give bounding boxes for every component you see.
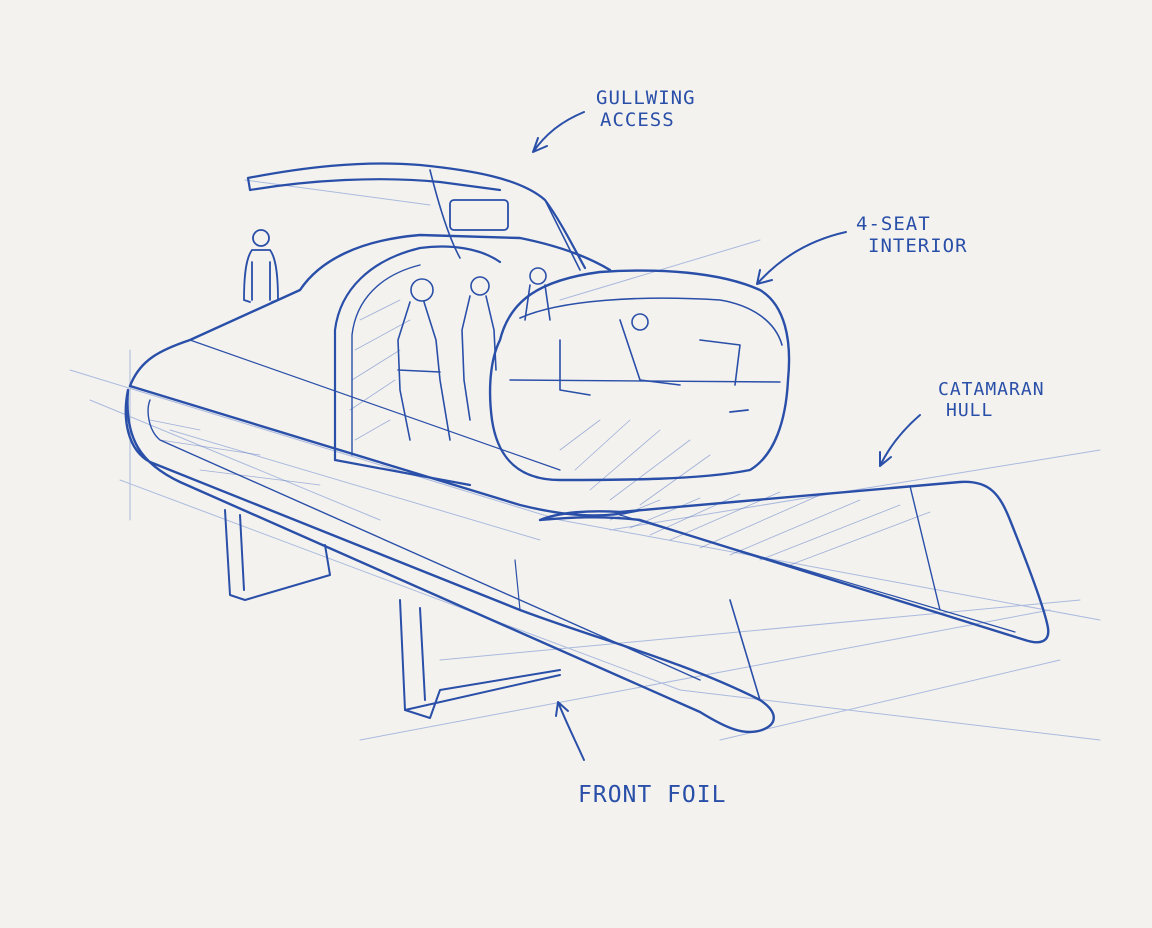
scale-figure [243,229,279,303]
gullwing-arrow [532,111,585,153]
four-seat-interior-label: 4-SEAT INTERIOR [856,213,968,258]
front-foil-label: FRONT FOIL [578,782,726,808]
seat-label-line2: INTERIOR [868,234,968,257]
gullwing-label-line2: ACCESS [600,108,675,131]
cabin-arch [333,245,502,487]
hull-label-line1: CATAMARAN [938,379,1045,400]
construction-lines [69,179,1101,741]
foil-arrow [555,701,585,761]
gullwing-access-label: GULLWING ACCESS [596,87,696,132]
far-pontoon [538,480,1050,644]
rear-foil [224,509,331,601]
passengers [397,267,741,441]
shading-hatching [149,299,931,566]
hull-arrow [879,414,921,467]
gullwing-label-line1: GULLWING [596,87,696,109]
foil-label-line1: FRONT FOIL [578,782,727,808]
catamaran-hull-label: CATAMARAN HULL [938,379,1045,421]
main-deck [128,233,642,517]
near-pontoon [124,388,775,734]
annotation-arrows [532,111,921,761]
seat-arrow [756,231,847,285]
front-foil [399,599,561,719]
gullwing-door [246,162,587,271]
cabin-pod [488,269,791,482]
seat-label-line1: 4-SEAT [856,213,931,235]
hull-label-line2: HULL [946,399,994,421]
